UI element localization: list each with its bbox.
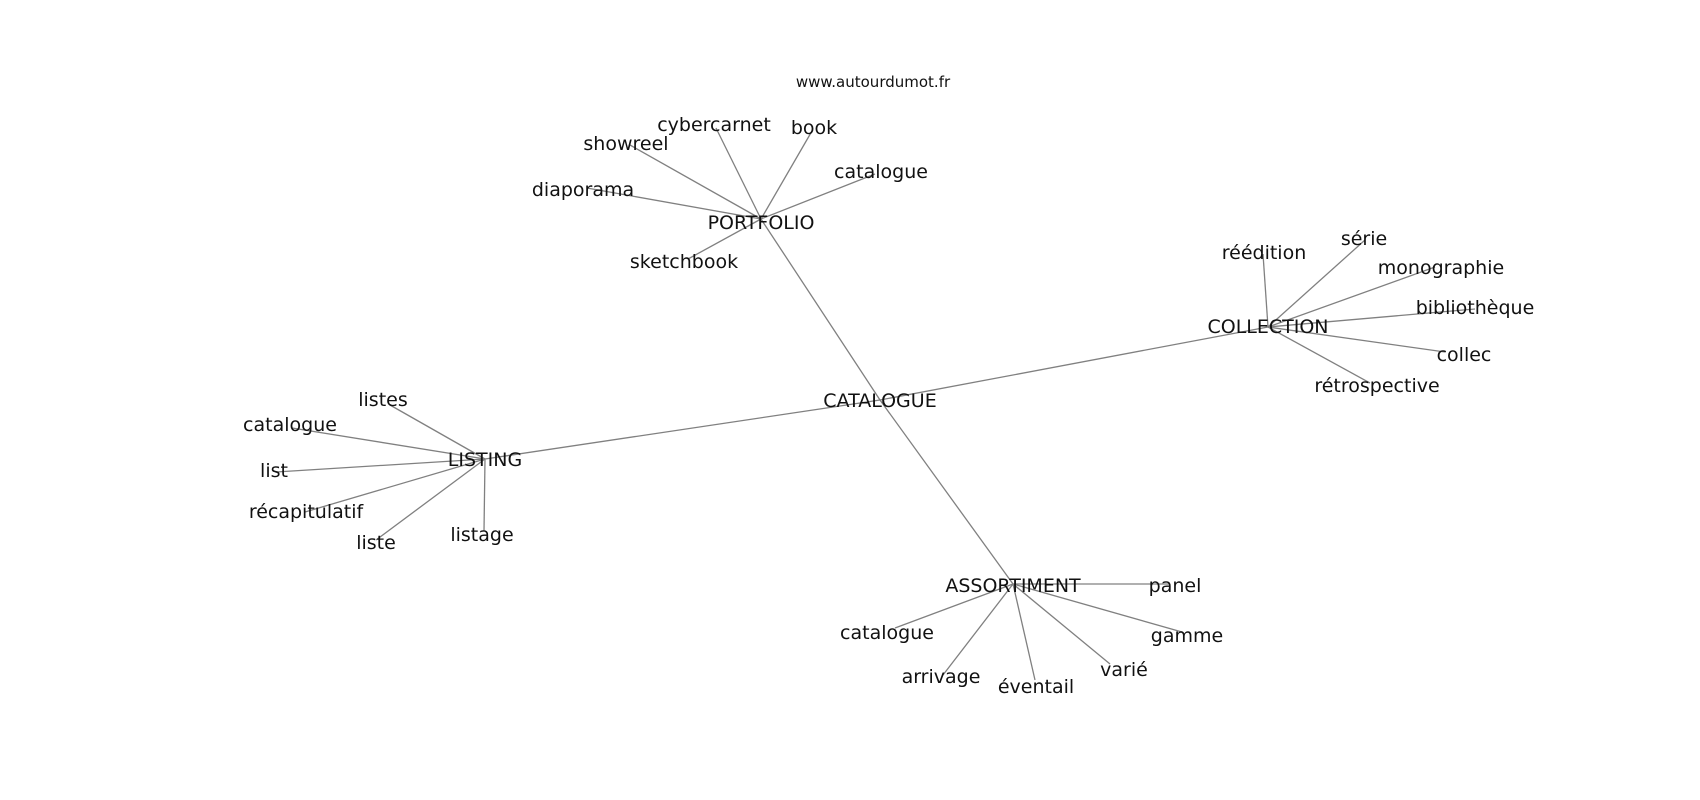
edge-center-to-portfolio — [760, 218, 881, 401]
leaf-label-catalogue-listing: catalogue — [243, 414, 337, 436]
edge-collection-to-reedition — [1262, 253, 1269, 328]
leaf-label-eventail: éventail — [998, 676, 1074, 698]
edge-collection-to-collec — [1267, 326, 1446, 353]
edge-listing-to-liste — [375, 458, 486, 541]
leaf-label-list: list — [260, 460, 288, 482]
edge-collection-to-serie — [1267, 239, 1366, 328]
hub-label-portfolio: PORTFOLIO — [708, 212, 815, 234]
edges — [275, 127, 1476, 681]
leaf-label-showreel: showreel — [583, 133, 668, 155]
leaf-label-serie: série — [1341, 228, 1387, 250]
edge-portfolio-to-diaporama — [586, 187, 762, 220]
leaf-label-reedition: réédition — [1222, 242, 1307, 264]
leaf-label-collec: collec — [1437, 344, 1492, 366]
edge-listing-to-listes — [389, 404, 486, 460]
leaf-label-listes: listes — [358, 389, 408, 411]
leaf-label-varie: varié — [1100, 659, 1148, 681]
edge-portfolio-to-book — [760, 130, 813, 220]
leaf-label-sketchbook: sketchbook — [630, 251, 738, 273]
hub-label-assortiment: ASSORTIMENT — [945, 575, 1081, 597]
edge-listing-to-recapitulatif — [304, 458, 486, 513]
edge-center-to-listing — [484, 399, 881, 460]
hub-label-collection: COLLECTION — [1207, 316, 1328, 338]
edge-portfolio-to-cybercarnet — [715, 127, 762, 220]
leaf-label-catalogue-portfolio: catalogue — [834, 161, 928, 183]
leaf-label-cybercarnet: cybercarnet — [657, 114, 771, 136]
edge-collection-to-retrospective — [1267, 326, 1371, 384]
leaf-label-panel: panel — [1149, 575, 1202, 597]
edge-assortiment-to-eventail — [1012, 583, 1036, 681]
leaf-label-listage: listage — [450, 524, 513, 546]
leaf-label-liste: liste — [356, 532, 396, 554]
leaf-label-catalogue-assortiment: catalogue — [840, 622, 934, 644]
edge-portfolio-to-showreel — [629, 144, 762, 220]
edge-collection-to-monographie — [1267, 266, 1436, 328]
leaf-label-arrivage: arrivage — [902, 666, 981, 688]
leaf-label-recapitulatif: récapitulatif — [249, 501, 365, 523]
leaf-label-bibliotheque: bibliothèque — [1416, 297, 1535, 319]
edge-listing-to-listage — [483, 458, 486, 532]
edge-center-to-assortiment — [879, 399, 1014, 585]
site-url: www.autourdumot.fr — [796, 73, 951, 91]
leaf-label-book: book — [791, 117, 837, 139]
edge-center-to-collection — [879, 326, 1269, 401]
leaf-label-gamme: gamme — [1151, 625, 1223, 647]
leaf-label-monographie: monographie — [1378, 257, 1504, 279]
edge-portfolio-to-catalogue-portfolio — [760, 173, 876, 220]
leaf-label-retrospective: rétrospective — [1314, 375, 1439, 397]
edge-listing-to-catalogue-listing — [291, 427, 486, 460]
edge-assortiment-to-gamme — [1012, 583, 1183, 633]
edge-portfolio-to-sketchbook — [687, 218, 762, 260]
leaf-label-diaporama: diaporama — [532, 179, 634, 201]
edge-listing-to-list — [275, 458, 486, 473]
edge-assortiment-to-catalogue-assortiment — [894, 583, 1014, 629]
hub-label-listing: LISTING — [448, 449, 522, 471]
labels: www.autourdumot.fr CATALOGUE PORTFOLIO cyb… — [243, 73, 1534, 698]
edge-collection-to-bibliotheque — [1267, 308, 1476, 328]
center-node-label: CATALOGUE — [823, 390, 936, 412]
edge-assortiment-to-varie — [1012, 583, 1111, 665]
edge-assortiment-to-arrivage — [942, 583, 1014, 676]
